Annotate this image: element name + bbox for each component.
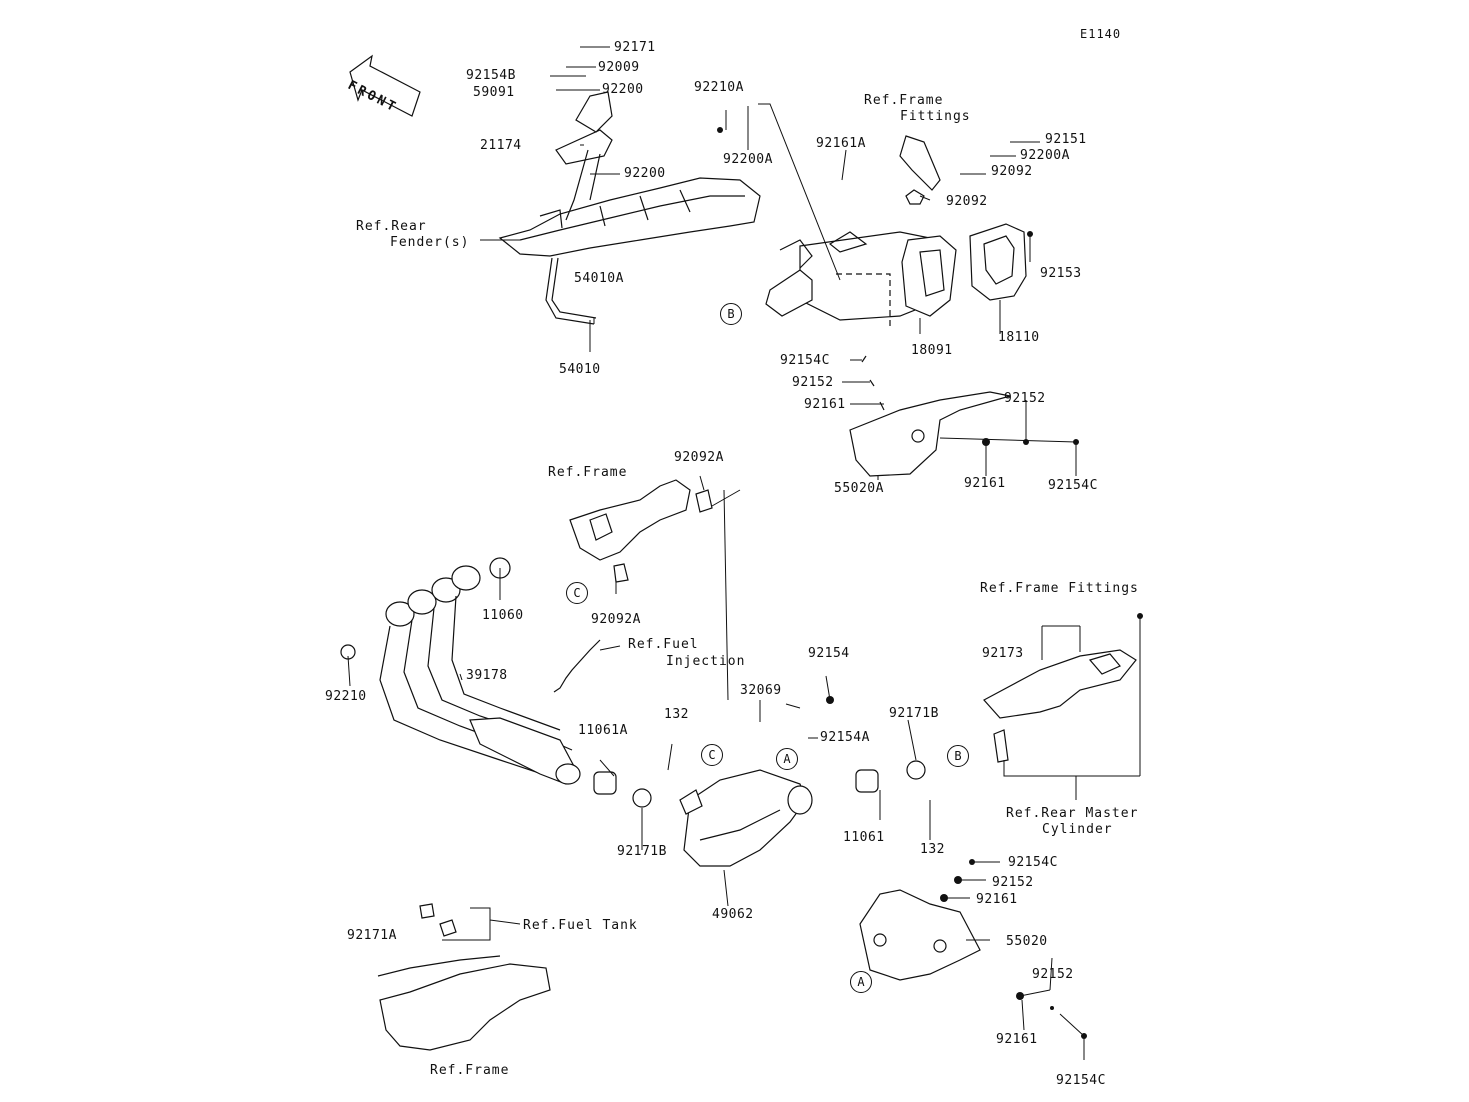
- callout-B-lower: B: [947, 745, 969, 767]
- part-label-92161-d: 92161: [996, 1032, 1038, 1047]
- ref-rear-fender-line2: Fender(s): [390, 235, 470, 250]
- part-label-55020A: 55020A: [834, 481, 884, 496]
- part-label-92171: 92171: [614, 40, 656, 55]
- part-label-92161-a: 92161: [804, 397, 846, 412]
- part-label-92092A-bottom: 92092A: [591, 612, 641, 627]
- part-label-92154C-b: 92154C: [1048, 478, 1098, 493]
- part-label-92151: 92151: [1045, 132, 1087, 147]
- part-label-92200A-left: 92200A: [723, 152, 773, 167]
- clamp-92171B-left-drawing: [632, 788, 652, 808]
- fuel-tank-bracket-drawing: [377, 903, 551, 1051]
- part-label-92171A: 92171A: [347, 928, 397, 943]
- part-label-92200A-right: 92200A: [1020, 148, 1070, 163]
- part-label-92009: 92009: [598, 60, 640, 75]
- heat-guard-upper-drawing: [849, 355, 1011, 477]
- leader-lines: [347, 46, 1141, 1060]
- fastener-dots: [717, 127, 1143, 1039]
- exhaust-header-drawing: [340, 557, 581, 785]
- part-label-21174: 21174: [480, 138, 522, 153]
- part-label-11061A: 11061A: [578, 723, 628, 738]
- part-label-92200-mid: 92200: [624, 166, 666, 181]
- part-label-92200-top: 92200: [602, 82, 644, 97]
- part-label-18110: 18110: [998, 330, 1040, 345]
- ref-fuel-tank: Ref.Fuel Tank: [523, 918, 638, 933]
- ref-frame-fittings-top-line2: Fittings: [900, 109, 971, 124]
- part-label-92092-lower: 92092: [946, 194, 988, 209]
- part-label-11061: 11061: [843, 830, 885, 845]
- part-label-92152-b: 92152: [1004, 391, 1046, 406]
- ref-fuel-injection-line1: Ref.Fuel: [628, 637, 699, 652]
- part-label-92161-c: 92161: [976, 892, 1018, 907]
- part-label-92152-a: 92152: [792, 375, 834, 390]
- part-label-92154A: 92154A: [820, 730, 870, 745]
- part-label-92092-upper: 92092: [991, 164, 1033, 179]
- frame-bracket-drawing: [569, 479, 713, 583]
- part-label-92153: 92153: [1040, 266, 1082, 281]
- part-label-92092A-top: 92092A: [674, 450, 724, 465]
- ref-frame-bracket: Ref.Frame: [548, 465, 628, 480]
- ref-rear-master-line2: Cylinder: [1042, 822, 1113, 837]
- ref-rear-fender-line1: Ref.Rear: [356, 219, 427, 234]
- part-label-92152-d: 92152: [1032, 967, 1074, 982]
- muffler-drawing: [765, 135, 1027, 330]
- part-label-18091: 18091: [911, 343, 953, 358]
- ref-frame-bottom: Ref.Frame: [430, 1063, 510, 1078]
- part-label-92152-c: 92152: [992, 875, 1034, 890]
- part-label-132-right: 132: [920, 842, 945, 857]
- callout-A-lower: A: [850, 971, 872, 993]
- rear-master-bracket-drawing: [983, 649, 1137, 763]
- part-label-92161A: 92161A: [816, 136, 866, 151]
- callout-A-mid: A: [776, 748, 798, 770]
- rear-fender-drawing: [498, 91, 761, 325]
- callout-C-mid: C: [701, 744, 723, 766]
- diagram-code: E1140: [1080, 27, 1122, 41]
- part-label-39178: 39178: [466, 668, 508, 683]
- part-label-92210A: 92210A: [694, 80, 744, 95]
- part-label-55020: 55020: [1006, 934, 1048, 949]
- part-label-92210: 92210: [325, 689, 367, 704]
- gasket-11061-drawing: [855, 769, 879, 793]
- part-label-59091: 59091: [473, 85, 515, 100]
- part-label-92154C-d: 92154C: [1056, 1073, 1106, 1088]
- part-label-92173: 92173: [982, 646, 1024, 661]
- part-label-32069: 32069: [740, 683, 782, 698]
- callout-C-left: C: [566, 582, 588, 604]
- part-label-92154B: 92154B: [466, 68, 516, 83]
- part-label-132-left: 132: [664, 707, 689, 722]
- gasket-11061A-drawing: [593, 771, 617, 795]
- part-label-11060: 11060: [482, 608, 524, 623]
- part-label-92154-mid: 92154: [808, 646, 850, 661]
- callout-B-upper: B: [720, 303, 742, 325]
- part-label-49062: 49062: [712, 907, 754, 922]
- heat-guard-lower-drawing: [859, 889, 981, 981]
- part-label-54010: 54010: [559, 362, 601, 377]
- ref-rear-master-line1: Ref.Rear Master: [1006, 806, 1139, 821]
- part-label-92154C-c: 92154C: [1008, 855, 1058, 870]
- clamp-92171B-right-drawing: [906, 760, 926, 780]
- part-label-54010A: 54010A: [574, 271, 624, 286]
- ref-frame-fittings-right: Ref.Frame Fittings: [980, 581, 1139, 596]
- part-label-92161-b: 92161: [964, 476, 1006, 491]
- part-label-92171B-left: 92171B: [617, 844, 667, 859]
- oxygen-sensor-drawing: [553, 639, 601, 693]
- ref-frame-fittings-top-line1: Ref.Frame: [864, 93, 944, 108]
- part-label-92171B-right: 92171B: [889, 706, 939, 721]
- catalyst-chamber-drawing: [679, 769, 813, 867]
- front-arrow-icon: [349, 54, 421, 117]
- part-label-92154C-a: 92154C: [780, 353, 830, 368]
- ref-fuel-injection-line2: Injection: [666, 654, 746, 669]
